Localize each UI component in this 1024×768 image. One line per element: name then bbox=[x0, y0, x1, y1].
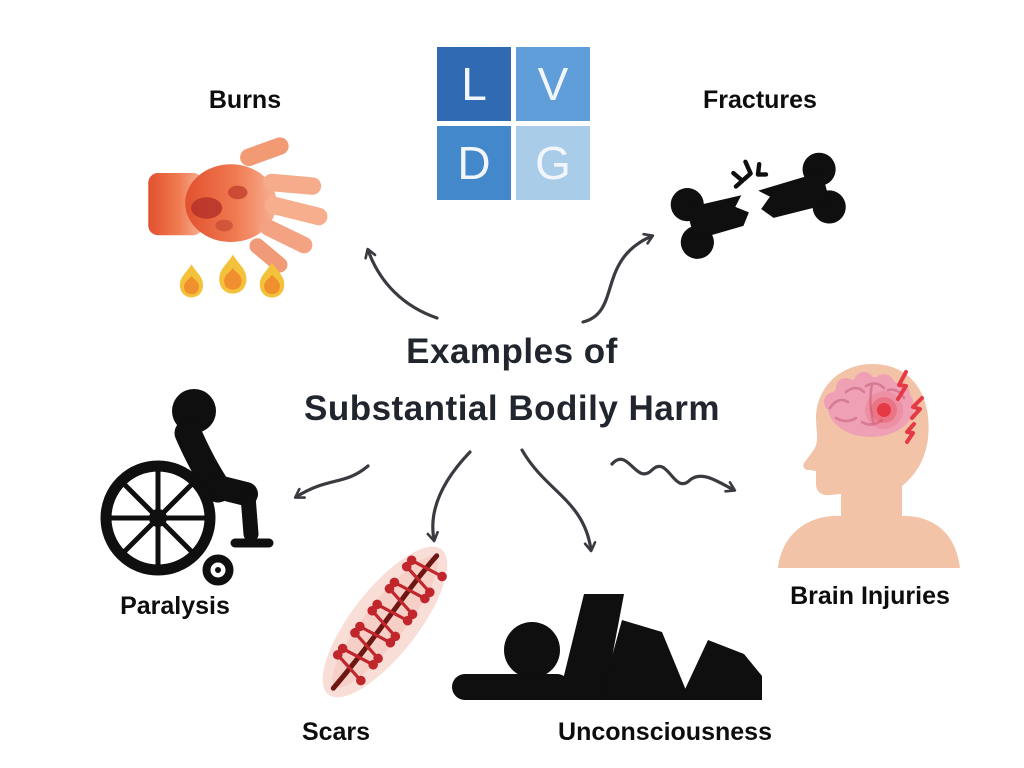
person-lying-unconscious-icon bbox=[452, 580, 762, 705]
broken-bone bbox=[670, 152, 846, 259]
lvdg-logo: L V D G bbox=[437, 47, 590, 200]
broken-bone-icon bbox=[662, 128, 857, 293]
arrow-to-fractures bbox=[581, 232, 655, 324]
pain-spot bbox=[865, 370, 924, 444]
logo-letter: D bbox=[457, 137, 491, 189]
logo-letter: G bbox=[535, 137, 571, 189]
logo-letter: L bbox=[461, 58, 487, 110]
stitched-scar-icon bbox=[305, 522, 465, 722]
title-line-1: Examples of bbox=[406, 332, 618, 371]
fractures-label: Fractures bbox=[703, 86, 817, 114]
scars-label: Scars bbox=[301, 718, 371, 746]
logo-square-l: L bbox=[437, 47, 511, 121]
arrow-to-brain-injuries bbox=[610, 457, 737, 493]
paralysis-label: Paralysis bbox=[120, 592, 230, 620]
logo-square-d: D bbox=[437, 126, 511, 200]
title-line-2: Substantial Bodily Harm bbox=[303, 388, 721, 428]
brain-injuries-label: Brain Injuries bbox=[790, 582, 950, 610]
wheelchair-user-icon bbox=[88, 386, 278, 591]
arrow-to-burns bbox=[364, 247, 439, 320]
page-title: Examples of Substantial Bodily Harm bbox=[0, 324, 1024, 437]
brain bbox=[824, 372, 914, 437]
head-brain-injury-icon bbox=[772, 358, 967, 568]
burned-hand-with-flames-icon bbox=[148, 137, 343, 313]
arrow-to-paralysis bbox=[293, 464, 370, 499]
logo-letter: V bbox=[537, 58, 569, 110]
wheelchair-user bbox=[100, 389, 274, 586]
burns-label: Burns bbox=[208, 86, 282, 114]
flames bbox=[179, 254, 285, 298]
logo-square-v: V bbox=[516, 47, 590, 121]
person-lying bbox=[452, 594, 762, 700]
burned-hand bbox=[148, 137, 328, 273]
unconsciousness-label: Unconsciousness bbox=[558, 718, 772, 746]
logo-square-g: G bbox=[516, 126, 590, 200]
stitched-scar bbox=[322, 546, 448, 698]
arrow-to-unconsciousness bbox=[520, 448, 597, 553]
